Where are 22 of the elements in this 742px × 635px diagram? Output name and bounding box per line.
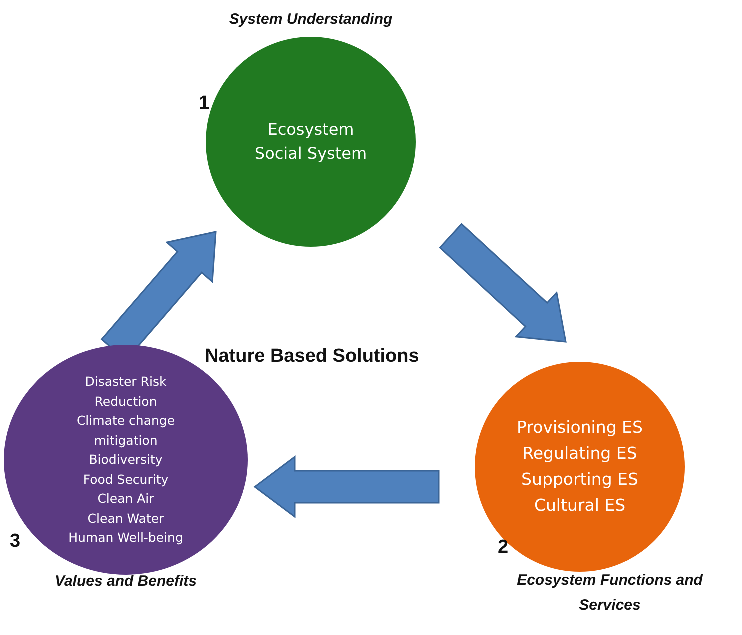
circle-text: Clean Air bbox=[96, 490, 156, 508]
circle-text: Human Well-being bbox=[68, 529, 184, 548]
step-number: 3 bbox=[10, 531, 21, 553]
block-arrow bbox=[439, 223, 567, 343]
circle-text: Ecosystem bbox=[268, 119, 354, 141]
circle-text: Biodiversity bbox=[88, 451, 164, 470]
circle-text: Social System bbox=[254, 143, 368, 165]
circle-text: Provisioning ES bbox=[517, 417, 643, 439]
block-arrow bbox=[254, 456, 440, 518]
circle-text: Climate change mitigation bbox=[76, 412, 176, 450]
step-number: 2 bbox=[498, 537, 509, 559]
circle-text: Regulating ES bbox=[522, 443, 638, 465]
circle-text: Food Security bbox=[82, 470, 170, 489]
step-number: 1 bbox=[199, 93, 210, 115]
circle-text: Cultural ES bbox=[534, 495, 626, 517]
circle-text: Supporting ES bbox=[522, 469, 638, 491]
center-label: Nature Based Solutions bbox=[205, 346, 420, 368]
circle-heading: System Understanding bbox=[228, 10, 394, 30]
circle-heading: Values and Benefits bbox=[54, 572, 198, 592]
circle-heading: Ecosystem Functions and Services bbox=[516, 571, 704, 616]
circle-text: Disaster Risk Reduction bbox=[84, 373, 168, 411]
circle-text: Clean Water bbox=[86, 510, 166, 528]
